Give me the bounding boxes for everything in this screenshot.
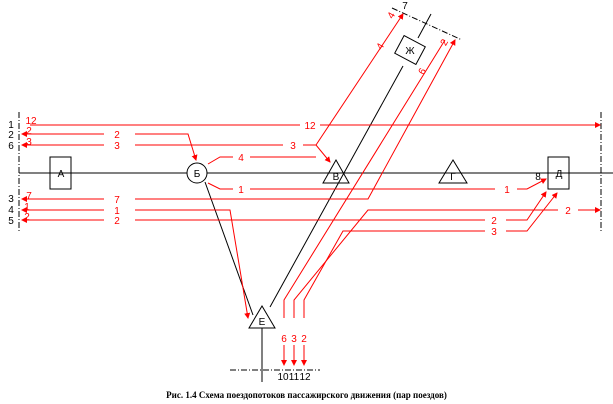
flow-label: 6: [417, 66, 430, 77]
boundary-num: 5: [8, 216, 14, 227]
boundary-num: 6: [8, 141, 14, 152]
boundary-num: 2: [8, 130, 14, 141]
flow-label: 1: [24, 202, 30, 213]
label-e: Е: [259, 317, 266, 328]
label-g: Г: [450, 172, 456, 183]
flow-label: 6: [281, 334, 287, 345]
flow-label: 12: [304, 121, 316, 132]
flow-label: 1: [114, 206, 120, 217]
flow-label: 12: [25, 116, 37, 127]
flow-label: 3: [26, 137, 32, 148]
boundary-num: 8: [535, 172, 541, 183]
flow-label: 4: [386, 10, 399, 21]
boundary-num: 3: [8, 194, 14, 205]
station-b: [186, 162, 208, 184]
station-v: [322, 158, 350, 184]
flow-label: 2: [26, 126, 32, 137]
flow-label: 2: [491, 216, 497, 227]
station-d: [547, 156, 570, 190]
flows: [21, 13, 601, 366]
flow-label: 2: [439, 37, 452, 48]
boundary-num: 12: [299, 372, 311, 383]
flow-label: 7: [26, 191, 32, 202]
flow-label: 4: [238, 153, 244, 164]
flow-label: 7: [114, 195, 120, 206]
label-b: Б: [194, 169, 201, 180]
station-zh: [394, 34, 426, 66]
boundary-num: 4: [8, 205, 14, 216]
flow-label: 1: [504, 185, 510, 196]
top-boundary: [391, 7, 463, 41]
boundary-num: 11: [289, 372, 300, 383]
flow-label: 4: [375, 41, 388, 52]
flow-label: 3: [291, 334, 297, 345]
label-v: В: [333, 172, 340, 183]
label-d: Д: [556, 169, 563, 180]
figure-caption: Рис. 1.4 Схема поездопотоков пассажирско…: [166, 390, 447, 400]
flow-label: 3: [491, 227, 497, 238]
flow-label: 3: [290, 141, 296, 152]
flow-label: 2: [565, 206, 571, 217]
label-zh: Ж: [405, 46, 415, 57]
flow-label: 2: [114, 130, 120, 141]
railway-lines: [19, 13, 613, 382]
label-a: А: [58, 169, 65, 180]
flow-label: 2: [301, 334, 307, 345]
flow-label: 3: [114, 141, 120, 152]
boundary-num: 7: [402, 1, 408, 12]
station-e: [248, 305, 276, 329]
boundary-num: 1: [8, 120, 14, 131]
boundary-num: 10: [277, 372, 289, 383]
station-a: [49, 156, 72, 190]
station-g: [438, 159, 468, 184]
flow-label: 2: [114, 216, 120, 227]
flow-label: 2: [24, 212, 30, 223]
flow-label: 1: [238, 185, 244, 196]
